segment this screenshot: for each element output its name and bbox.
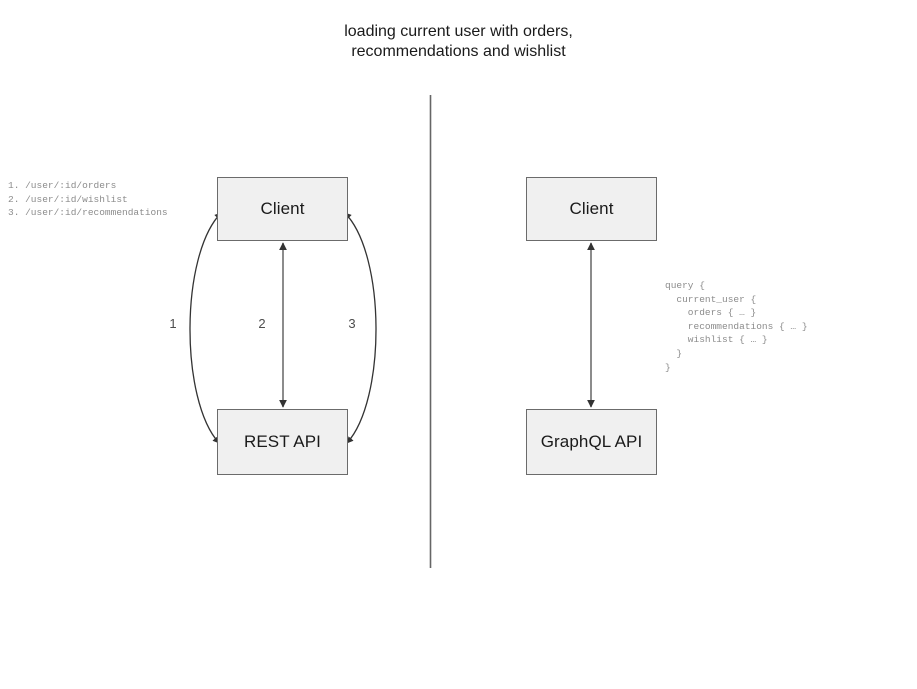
node-graphql-api[interactable]: GraphQL API	[526, 409, 657, 475]
diagram-title: loading current user with orders, recomm…	[344, 23, 573, 60]
graphql-query-block: query { current_user { orders { … } reco…	[665, 280, 808, 373]
rest-edge-label-2: 2	[258, 316, 266, 331]
node-client-rest[interactable]: Client	[217, 177, 348, 241]
rest-edge-label-3: 3	[348, 316, 356, 331]
rest-endpoint-list: 1. /user/:id/orders 2. /user/:id/wishlis…	[8, 180, 168, 219]
node-rest-api[interactable]: REST API	[217, 409, 348, 475]
node-client-graphql[interactable]: Client	[526, 177, 657, 241]
rest-edge-label-1: 1	[169, 316, 177, 331]
